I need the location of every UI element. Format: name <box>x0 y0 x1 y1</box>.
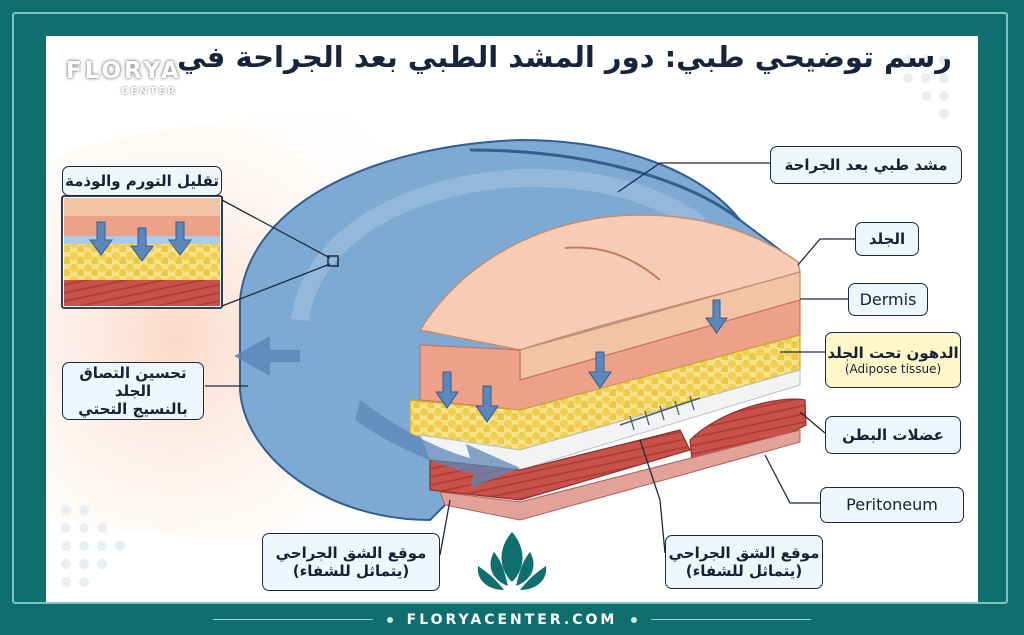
frame-border <box>12 12 1008 604</box>
label-adhesion-line1: تحسين التصاق الجلد <box>79 364 187 400</box>
label-fat-ar: الدهون تحت الجلد <box>827 343 959 362</box>
compression-arrows <box>435 299 728 423</box>
label-peritoneum-text: Peritoneum <box>846 495 938 515</box>
label-skin-text: الجلد <box>868 230 906 248</box>
skin-surface <box>418 214 801 351</box>
label-muscles-text: عضلات البطن <box>842 426 944 444</box>
leader-lines <box>205 162 855 556</box>
arrow-icon <box>435 371 459 409</box>
footer-site[interactable]: FLORYACENTER.COM <box>406 611 618 628</box>
logo-brand: FLORYA <box>66 58 182 84</box>
label-binder: مشد طبي بعد الجراحة <box>770 146 962 184</box>
label-incision-left: موقع الشق الجراحي (يتماثل للشفاء) <box>262 533 440 591</box>
label-adhesion-line2: بالنسيج التحتي <box>78 400 188 418</box>
footer-dot-left <box>386 616 393 623</box>
label-binder-text: مشد طبي بعد الجراحة <box>784 156 948 174</box>
label-incision-right-line1: موقع الشق الجراحي <box>668 544 820 562</box>
arrow-icon <box>475 385 499 423</box>
label-incision-right: موقع الشق الجراحي (يتماثل للشفاء) <box>665 535 823 589</box>
label-fat: الدهون تحت الجلد (Adipose tissue) <box>825 332 961 388</box>
inset-marker <box>327 255 339 267</box>
binder-edge <box>469 148 741 222</box>
swelling-inset <box>61 195 223 309</box>
dermis-layer <box>419 299 801 411</box>
label-incision-right-line2: (يتماثل للشفاء) <box>685 562 803 580</box>
arrow-icon <box>234 336 300 376</box>
suture-line <box>619 397 701 426</box>
logo-sub: CENTER <box>121 86 177 97</box>
label-swelling-text: تقليل التورم والوذمة <box>64 172 220 190</box>
arrow-icon <box>705 299 728 334</box>
label-incision-left-line2: (يتماثل للشفاء) <box>292 562 410 580</box>
page-title: رسم توضيحي طبي: دور المشد الطبي بعد الجر… <box>176 40 952 74</box>
dot-decoration-bottom-left <box>61 505 125 587</box>
label-muscles: عضلات البطن <box>825 416 961 454</box>
arrow-icon <box>588 351 612 389</box>
suture-stitches <box>629 395 695 431</box>
abdomen-illustration <box>46 55 949 590</box>
label-skin: الجلد <box>855 222 919 256</box>
footer-line-left <box>212 619 373 620</box>
label-dermis-text: Dermis <box>859 289 917 309</box>
muscle-layer <box>429 429 691 501</box>
label-fat-en: (Adipose tissue) <box>844 361 942 376</box>
label-dermis: Dermis <box>848 283 928 316</box>
footer-dot-right <box>631 616 638 623</box>
peritoneum-layer <box>439 429 801 521</box>
label-incision-left-line1: موقع الشق الجراحي <box>275 544 427 562</box>
arrow-icon <box>355 400 520 488</box>
binder-shade <box>291 168 706 322</box>
footer-line-right <box>651 619 812 620</box>
skin-incision-top <box>564 246 661 281</box>
label-swelling: تقليل التورم والوذمة <box>62 166 222 196</box>
label-peritoneum: Peritoneum <box>820 487 964 523</box>
footer: FLORYACENTER.COM <box>0 604 1024 635</box>
lotus-logo-icon <box>477 532 547 590</box>
label-adhesion: تحسين التصاق الجلد بالنسيج التحتي <box>62 362 204 420</box>
dot-decoration-top-right <box>903 55 949 119</box>
